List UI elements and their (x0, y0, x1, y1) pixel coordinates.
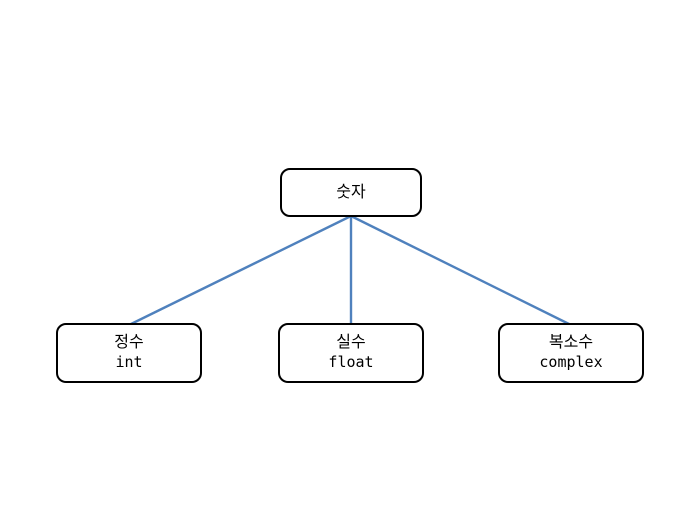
node-complex: 복소수 complex (498, 323, 644, 383)
node-int-code: int (115, 353, 143, 372)
node-complex-code: complex (539, 353, 603, 372)
connector-root-to-int (128, 214, 352, 327)
node-float: 실수 float (278, 323, 424, 383)
node-float-label: 실수 (336, 334, 366, 352)
node-float-code: float (328, 353, 374, 372)
node-complex-label: 복소수 (548, 334, 594, 352)
node-number: 숫자 (280, 168, 422, 217)
node-int: 정수 int (56, 323, 202, 383)
connector-root-to-complex (350, 214, 572, 327)
node-number-label: 숫자 (336, 183, 366, 201)
node-int-label: 정수 (114, 334, 144, 352)
